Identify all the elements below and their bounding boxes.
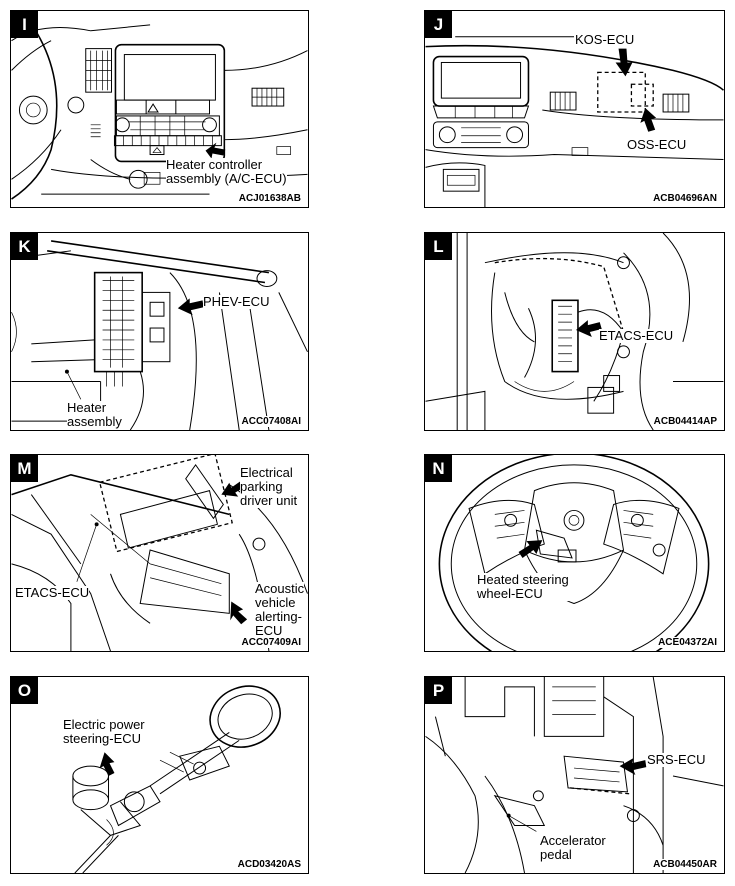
figure-code: ACC07408AI — [240, 416, 302, 427]
figure-code: ACB04696AN — [652, 193, 718, 204]
arrow-icon — [221, 480, 246, 497]
figure-code: ACB04414AP — [652, 416, 718, 427]
panel-j: J KOS-ECU OSS-ECU ACB04696AN — [424, 10, 725, 208]
callout-accelerator-pedal: Accelerator pedal — [540, 833, 606, 862]
callout-phev-ecu: PHEV-ECU — [203, 294, 270, 309]
panel-letter: L — [425, 233, 452, 260]
callout-etacs-ecu-m: ETACS-ECU — [15, 585, 90, 600]
panel-l: L ETACS-ECU ACB04414AP — [424, 232, 725, 431]
panel-letter: K — [11, 233, 38, 260]
arrow-icon — [99, 752, 115, 776]
panel-o: O Electric power steering-ECU ACD03420AS — [10, 676, 309, 874]
arrow-icon — [205, 142, 226, 159]
callout-heater-controller: Heater controller assembly (A/C-ECU) — [166, 157, 287, 186]
panel-n: N Heated steering wheel-ECU ACE04372AI — [424, 454, 725, 652]
callout-electrical-parking-driver-unit: Electrical parking driver unit — [240, 465, 298, 508]
callout-electric-power-steering-ecu: Electric power steering-ECU — [63, 717, 145, 746]
panel-i: I Heater controller assembly (A/C-ECU) A… — [10, 10, 309, 208]
panel-letter: J — [425, 11, 452, 38]
figure-code: ACB04450AR — [652, 859, 718, 870]
arrow-icon — [230, 601, 248, 625]
callout-oss-ecu: OSS-ECU — [627, 137, 687, 152]
callout-acoustic-vehicle-alerting-ecu: Acoustic vehicle alerting- ECU — [255, 581, 305, 638]
arrow-icon — [615, 48, 633, 77]
phev-ecu-illustration — [11, 240, 308, 430]
panel-k: K PHEV-ECU Heater assembly ACC07408AI — [10, 232, 309, 431]
panel-letter: N — [425, 455, 452, 482]
arrow-icon — [177, 298, 204, 316]
electric-power-steering-ecu-illustration — [72, 685, 281, 873]
arrow-icon — [518, 540, 543, 558]
figure-code: ACJ01638AB — [237, 193, 302, 204]
panel-letter: P — [425, 677, 452, 704]
srs-ecu-accelerator-illustration — [425, 677, 724, 873]
parking-driver-etacs-avas-illustration — [11, 455, 308, 651]
figure-code: ACD03420AS — [236, 859, 302, 870]
panel-letter: I — [11, 11, 38, 38]
panel-letter: M — [11, 455, 38, 482]
arrow-icon — [619, 758, 647, 775]
callout-heater-assembly: Heater assembly — [67, 400, 122, 429]
figure-code: ACC07409AI — [240, 637, 302, 648]
callout-kos-ecu: KOS-ECU — [575, 32, 635, 47]
callout-etacs-ecu-l: ETACS-ECU — [599, 328, 674, 343]
callout-srs-ecu: SRS-ECU — [647, 752, 706, 767]
etacs-ecu-illustration-l — [425, 233, 724, 430]
callout-heated-steering-wheel-ecu: Heated steering wheel-ECU — [477, 572, 569, 601]
heated-steering-wheel-ecu-illustration — [438, 455, 710, 651]
panel-letter: O — [11, 677, 38, 704]
arrow-icon — [640, 108, 657, 132]
panel-m: M Electrical parking driver unit ETACS-E… — [10, 454, 309, 652]
arrow-icon — [575, 320, 602, 337]
panel-p: P SRS-ECU Accelerator pedal ACB04450AR — [424, 676, 725, 874]
figure-code: ACE04372AI — [657, 637, 718, 648]
kos-oss-ecu-illustration — [425, 36, 724, 207]
